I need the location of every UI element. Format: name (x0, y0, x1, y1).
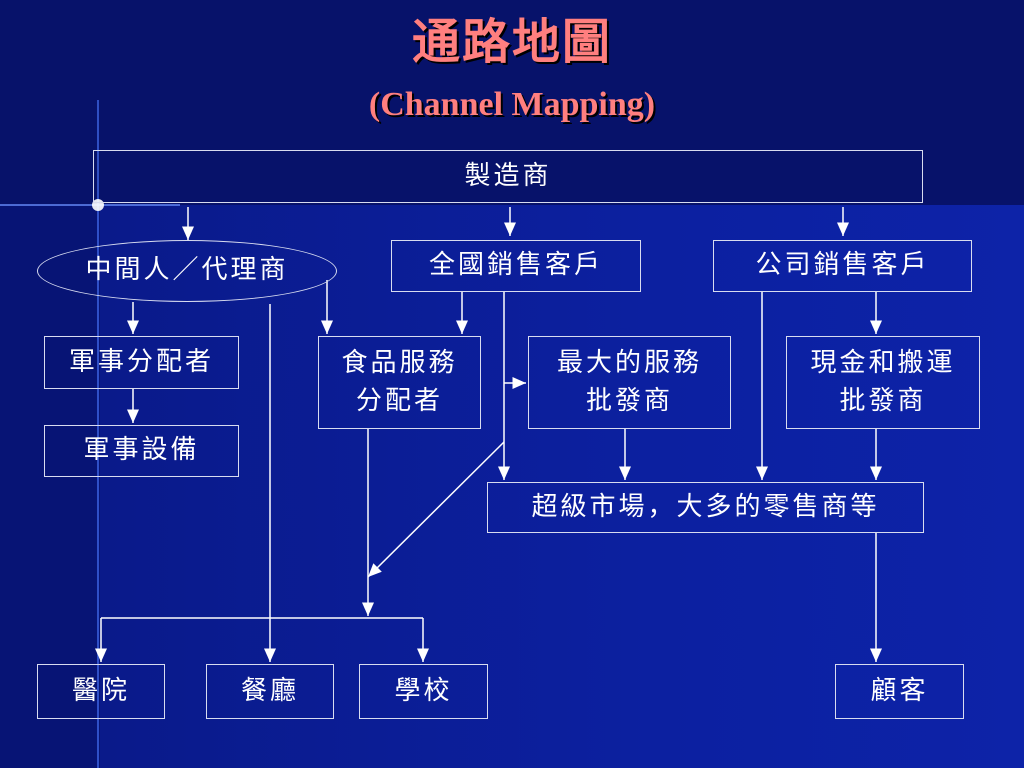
background-left-strip (0, 205, 100, 768)
node-school: 學校 (359, 664, 488, 719)
node-agent: 中間人／代理商 (37, 240, 337, 302)
node-military-distributor: 軍事分配者 (44, 336, 239, 389)
node-food-service-distributor: 食品服務 分配者 (318, 336, 481, 429)
arrow-diagonal-food (367, 441, 505, 578)
node-hospital: 醫院 (37, 664, 165, 719)
node-customer: 顧客 (835, 664, 964, 719)
node-cash-carry-wholesaler: 現金和搬運 批發商 (786, 336, 980, 429)
node-largest-service-wholesaler: 最大的服務 批發商 (528, 336, 731, 429)
page-title: 通路地圖 (411, 14, 612, 70)
node-supermarkets: 超級市場，大多的零售商等 (487, 482, 924, 533)
node-company-accounts: 公司銷售客戶 (713, 240, 972, 292)
node-national-accounts: 全國銷售客戶 (391, 240, 641, 292)
background-band (100, 205, 1024, 768)
page-subtitle: (Channel Mapping) (368, 86, 656, 123)
node-manufacturer: 製造商 (93, 150, 923, 203)
node-military-equipment: 軍事設備 (44, 425, 239, 477)
node-restaurant: 餐廳 (206, 664, 334, 719)
